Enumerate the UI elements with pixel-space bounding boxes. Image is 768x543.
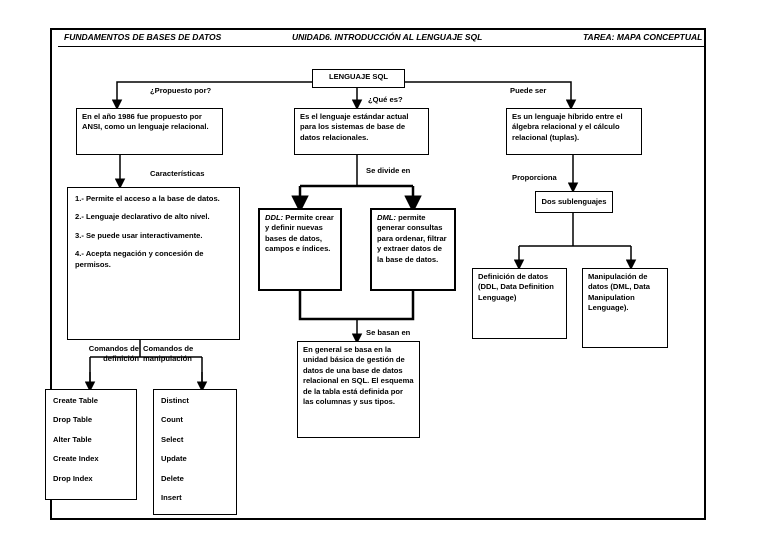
sublang-branch-arrows	[519, 213, 631, 247]
characteristic-item: 4.- Acepta negación y concesión de permi…	[75, 249, 204, 269]
list-item: Update	[161, 454, 187, 464]
definition-box: Es el lenguaje estándar actual para los …	[294, 108, 429, 155]
characteristics-box: 1.- Permite el acceso a la base de datos…	[67, 187, 240, 340]
link-manip-commands: Comandos de manipulación	[143, 344, 194, 363]
link-based: Se basan en	[366, 328, 411, 337]
origin-box: En el año 1986 fue propuesto por ANSI, c…	[76, 108, 223, 155]
root-to-left-arrow	[111, 81, 312, 110]
link-provides: Proporciona	[512, 173, 557, 182]
link-what: ¿Qué es?	[368, 95, 403, 104]
list-item: Delete	[161, 473, 184, 483]
list-item: Distinct	[161, 396, 189, 405]
ddl-description: Permite crear y definir nuevas bases de …	[265, 213, 334, 254]
unit-title: UNIDAD6. INTRODUCCIÓN AL LENGUAJE SQL	[292, 32, 483, 42]
link-characteristics: Características	[150, 169, 205, 178]
header-rule	[58, 46, 706, 47]
characteristic-item: 2.- Lenguaje declarativo de alto nivel.	[75, 212, 210, 222]
dml-box: DML: permite generar consultas para orde…	[370, 208, 456, 291]
ddl-box: DDL: Permite crear y definir nuevas base…	[258, 208, 342, 291]
list-item: Create Index	[53, 454, 99, 464]
hybrid-box: Es un lenguaje híbrido entre el álgebra …	[506, 108, 642, 155]
list-item: Alter Table	[53, 434, 92, 444]
list-item: Insert	[161, 493, 182, 503]
root-node: LENGUAJE SQL	[312, 69, 405, 88]
list-item: Drop Index	[53, 473, 93, 483]
characteristic-item: 3.- Se puede usar interactivamente.	[75, 230, 203, 240]
ddl-term: DDL:	[265, 213, 284, 222]
manipulation-commands-box: Distinct Count Select Update Delete Inse…	[153, 389, 237, 515]
characteristics-branch-arrows	[89, 340, 203, 387]
list-item: Count	[161, 415, 183, 425]
list-item: Select	[161, 434, 184, 444]
dml-definition-box: Manipulación de datos (DML, Data Manipul…	[582, 268, 668, 348]
task-title: TAREA: MAPA CONCEPTUAL	[583, 32, 703, 42]
dml-term: DML:	[377, 213, 396, 222]
dml-description: permite generar consultas para ordenar, …	[377, 213, 447, 264]
basis-box: En general se basa en la unidad básica d…	[297, 341, 420, 438]
link-proposed: ¿Propuesto por?	[150, 86, 212, 95]
ddl-definition-box: Definición de datos (DDL, Data Definitio…	[472, 268, 567, 339]
course-title: FUNDAMENTOS DE BASES DE DATOS	[64, 32, 222, 42]
link-can-be: Puede ser	[510, 86, 547, 95]
list-item: Create Table	[53, 396, 99, 405]
page-frame	[50, 28, 706, 520]
list-item: Drop Table	[53, 415, 93, 425]
link-divides: Se divide en	[366, 166, 411, 175]
definition-commands-box: Create Table Drop Table Alter Table Crea…	[45, 389, 137, 500]
root-to-right-arrow	[405, 81, 577, 110]
merge-bracket	[298, 291, 415, 321]
characteristic-item: 1.- Permite el acceso a la base de datos…	[75, 194, 220, 203]
link-def-commands: Comandos de definición	[88, 344, 139, 363]
sublanguages-box: Dos sublenguajes	[535, 191, 613, 213]
